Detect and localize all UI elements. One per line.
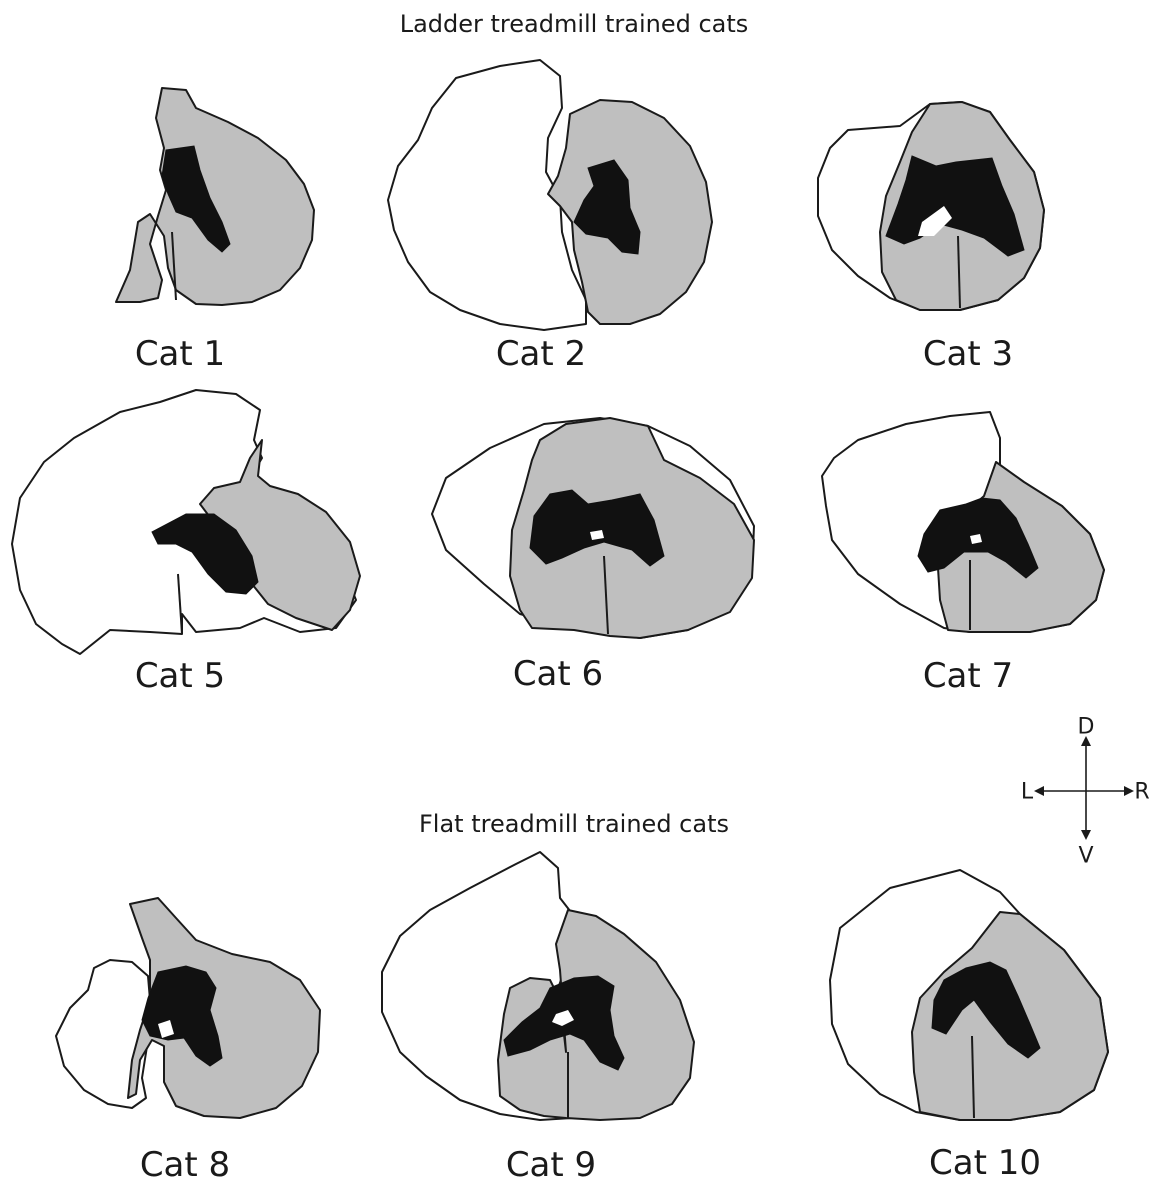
compass-right-label: R (1134, 780, 1149, 805)
cord-section-cat-2 (388, 60, 712, 330)
cat-2-label: Cat 2 (496, 334, 586, 374)
cat-7-label: Cat 7 (923, 656, 1013, 696)
cord-section-cat-6 (432, 418, 754, 638)
cat-3-label: Cat 3 (923, 334, 1013, 374)
cord-section-cat-10 (830, 870, 1108, 1120)
cord-section-cat-9 (382, 852, 694, 1120)
cord-section-cat-7 (822, 412, 1104, 632)
cat-5-label: Cat 5 (135, 656, 225, 696)
cord-section-cat-8 (56, 898, 320, 1118)
compass-ventral-label: V (1078, 844, 1093, 869)
cat-6-label: Cat 6 (513, 654, 603, 694)
cord-section-cat-5 (12, 390, 360, 654)
cat-8-label: Cat 8 (140, 1145, 230, 1185)
orientation-compass (1034, 736, 1134, 840)
ventral-arrowhead-icon (1081, 830, 1091, 840)
cat-10-label: Cat 10 (929, 1143, 1041, 1183)
spared-tissue-cat-1 (116, 88, 314, 305)
compass-left-label: L (1021, 780, 1033, 805)
cord-section-cat-3 (818, 102, 1044, 310)
right-arrowhead-icon (1124, 786, 1134, 796)
cord-section-cat-1 (116, 88, 314, 305)
left-arrowhead-icon (1034, 786, 1044, 796)
cat-9-label: Cat 9 (506, 1145, 596, 1185)
compass-dorsal-label: D (1078, 715, 1095, 740)
cat-1-label: Cat 1 (135, 334, 225, 374)
